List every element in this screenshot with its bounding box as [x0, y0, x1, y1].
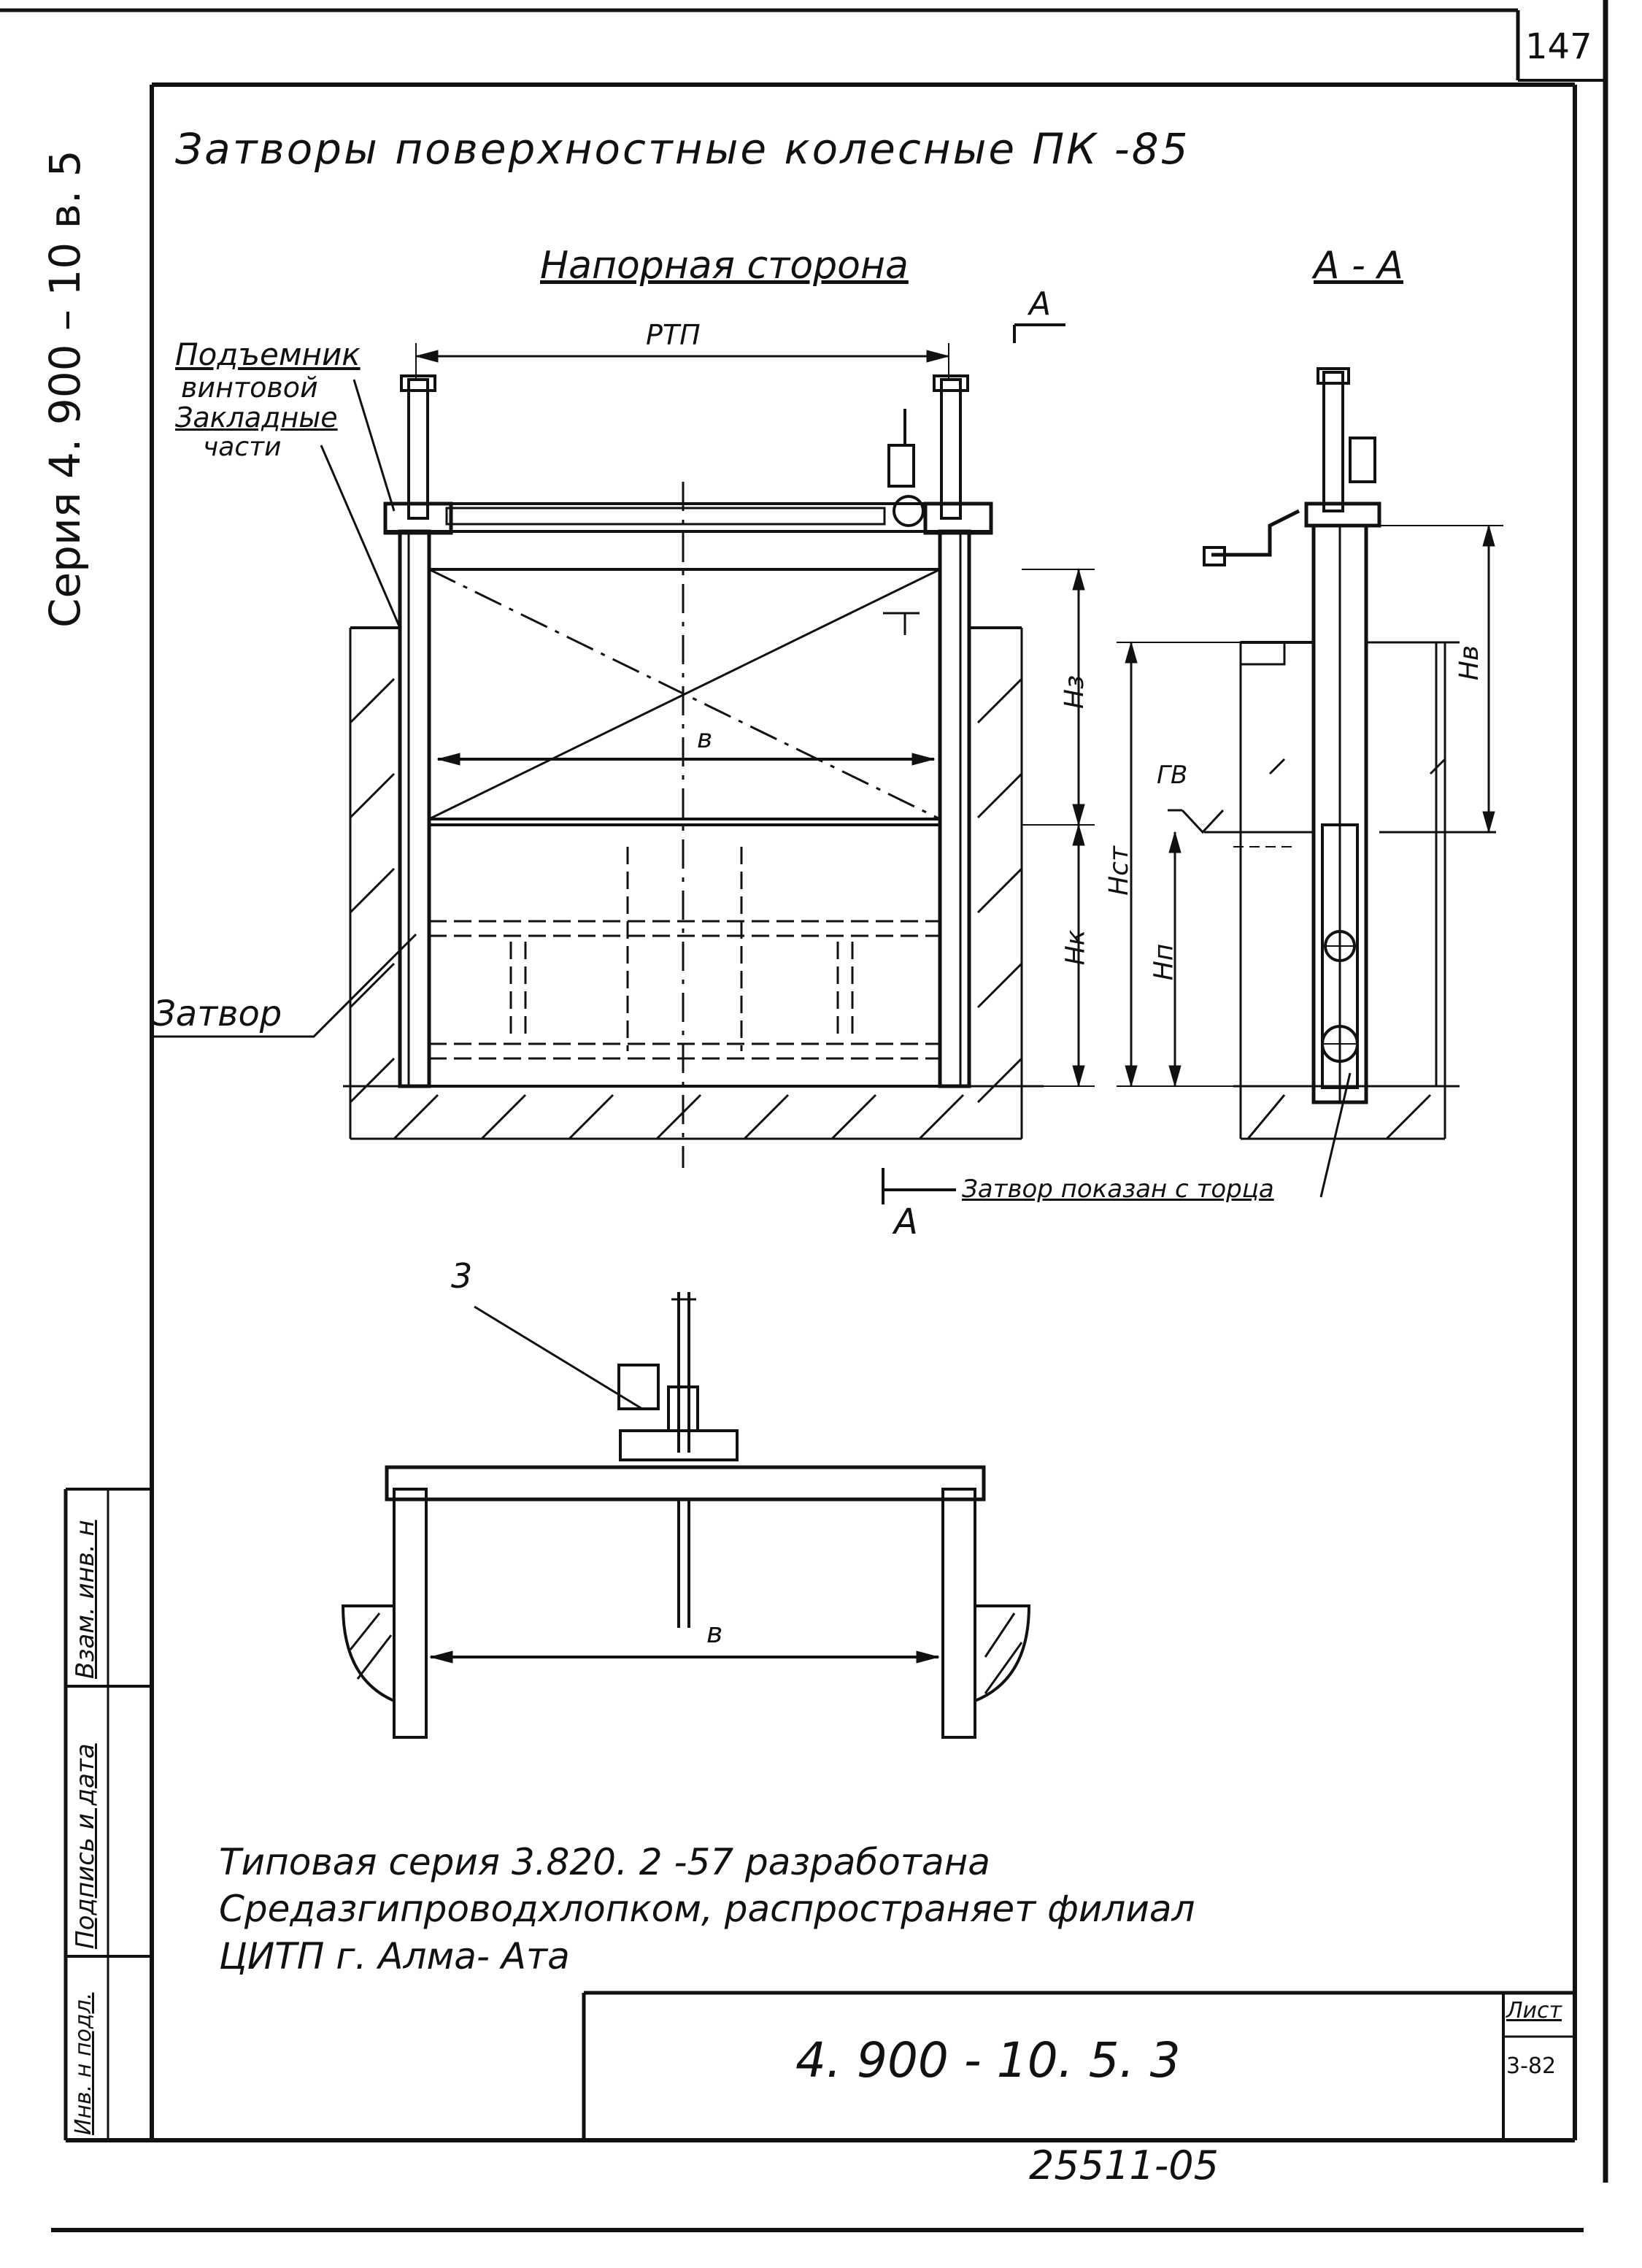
section-caption: А - А — [1314, 244, 1403, 288]
sheet-label: Лист — [1506, 1998, 1562, 2023]
label-gate-shown-end: Затвор показан с торца — [962, 1175, 1274, 1204]
side-strip-signature: Подпись и дата — [71, 1743, 100, 1949]
pressure-side-caption: Напорная сторона — [540, 244, 909, 288]
note-line-1: Типовая серия 3.820. 2 -57 разработана — [219, 1841, 990, 1883]
label-gate: Затвор — [153, 993, 282, 1034]
label-hst: Нст — [1103, 846, 1134, 896]
label-hz: Нз — [1060, 674, 1090, 710]
section-mark-bottom: А — [894, 1202, 918, 1242]
drawing-code: 4. 900 - 10. 5. 3 — [795, 2032, 1181, 2088]
label-hn: Нп — [1149, 943, 1179, 981]
sheet-number: 3-82 — [1506, 2053, 1557, 2079]
front-view-drawing — [153, 323, 1095, 1204]
note-line-3: ЦИТП г. Алма- Ата — [219, 1935, 570, 1977]
label-rtp: РТП — [646, 319, 701, 351]
label-gv: ГВ — [1157, 761, 1188, 790]
label-lifter: Подъемник — [175, 337, 361, 372]
handwritten-number: 25511-05 — [1029, 2142, 1219, 2188]
label-item-3: 3 — [451, 1256, 473, 1296]
label-embedded-2: части — [203, 432, 282, 462]
label-b-plan: в — [706, 1617, 723, 1649]
sheet-borders — [0, 0, 1608, 2232]
page-number: 147 — [1525, 26, 1592, 67]
side-strip-replacement: Взам. инв. н — [71, 1520, 100, 1679]
note-line-2: Средазгипроводхлопком, распространяет фи… — [219, 1888, 1195, 1930]
label-hv: Нв — [1454, 645, 1485, 681]
plan-view-drawing — [341, 1292, 1031, 1739]
series-vertical-text: Серия 4. 900 – 10 в. 5 — [40, 150, 90, 628]
label-embedded: Закладные — [175, 401, 338, 434]
section-view-drawing — [1117, 367, 1503, 1198]
label-b-front: в — [697, 724, 713, 754]
section-mark-top: А — [1029, 285, 1052, 323]
label-lifter-2: винтовой — [181, 372, 318, 404]
label-hk: Нк — [1060, 929, 1091, 966]
drawing-title: Затворы поверхностные колесные ПК -85 — [175, 124, 1190, 174]
side-strip-inventory: Инв. н подл. — [71, 1992, 96, 2135]
